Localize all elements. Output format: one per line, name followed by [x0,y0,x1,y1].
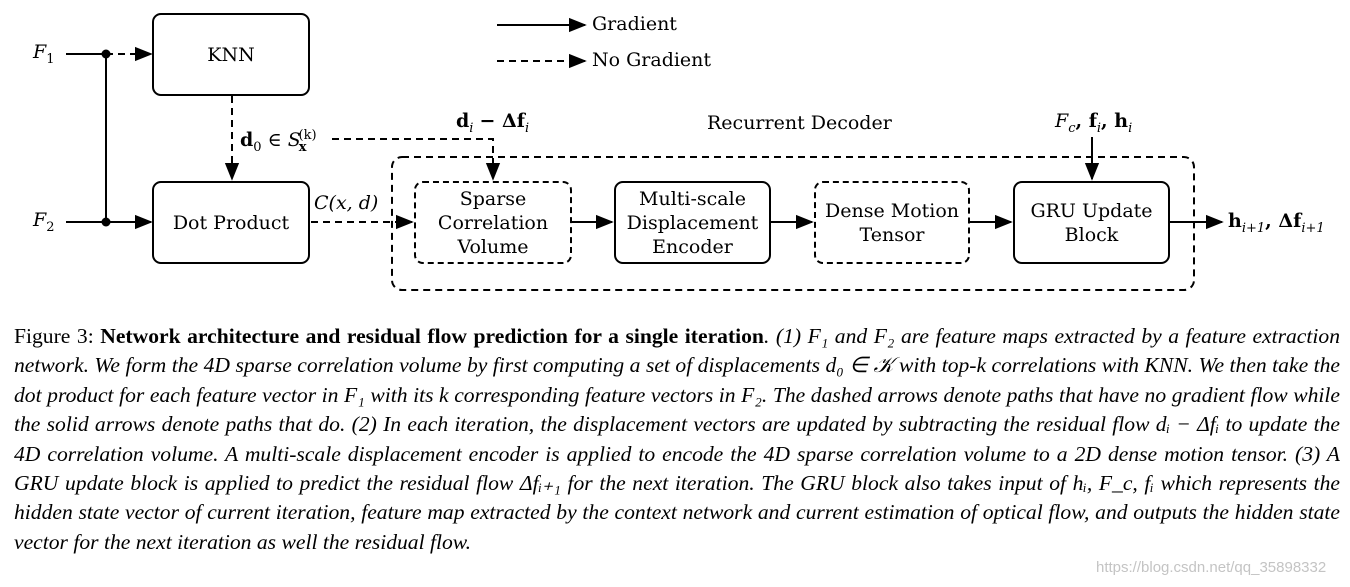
input-f2-label: F2 [33,209,55,235]
caption-title: Network architecture and residual flow p… [100,324,764,348]
residual-displacement-label: di − Δfi [456,110,530,136]
f2-junction [101,217,111,227]
figure-caption: Figure 3: Network architecture and resid… [14,322,1340,557]
dot-product-box: Dot Product [152,181,310,264]
architecture-diagram [66,17,1224,291]
f1-junction [101,49,111,59]
caption-lead: Figure 3: [14,324,101,348]
knn-box: KNN [152,13,310,96]
context-inputs-label: Fc, fi, hi [1055,110,1133,136]
d0-to-sparse-arrow [332,138,501,181]
correlation-cxd-label: C(x, d) [314,192,379,214]
legend-gradient-label: Gradient [592,13,677,35]
caption-body: . (1) F₁ and F₂ are feature maps extract… [14,324,1340,554]
recurrent-decoder-label: Recurrent Decoder [707,112,892,134]
output-label: hi+1, Δfi+1 [1228,210,1325,236]
input-f1-label: F1 [33,41,55,67]
d0-label: d0 ∈ Sx(k) [240,128,317,155]
recurrent-decoder-region [391,156,1195,291]
legend-no-gradient-label: No Gradient [592,49,712,71]
watermark: https://blog.csdn.net/qq_35898332 [1096,559,1327,576]
